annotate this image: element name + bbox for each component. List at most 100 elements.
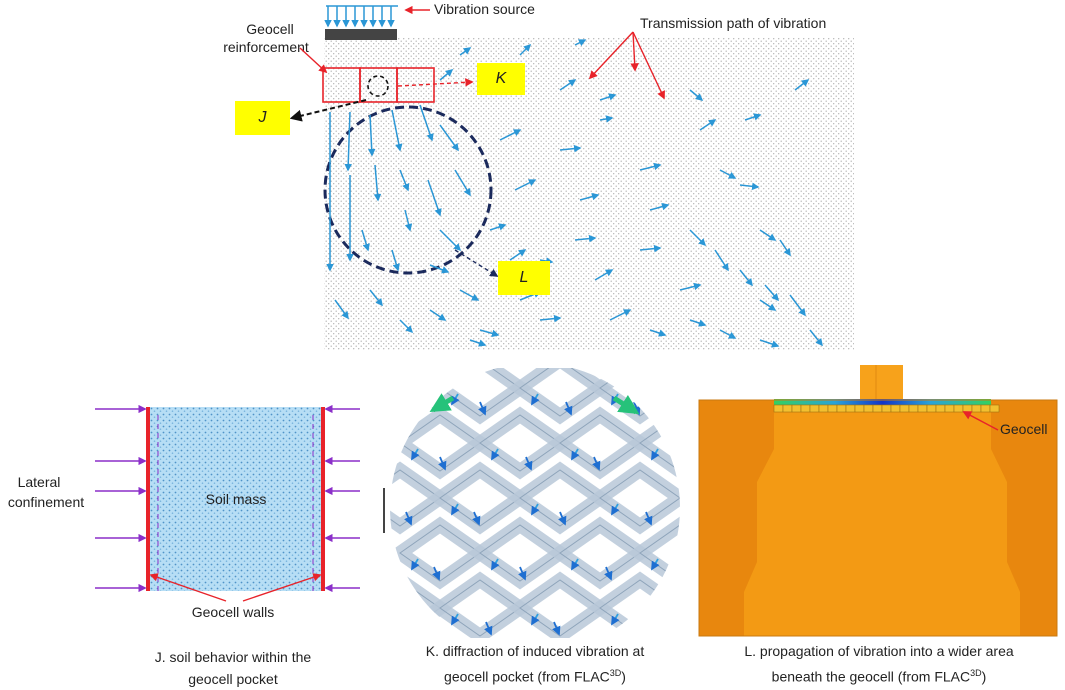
geocell-cell (872, 404, 883, 413)
vibration-vector-arrow (334, 299, 349, 320)
vibration-vector-arrow (399, 319, 414, 334)
diffraction-vector (531, 613, 540, 626)
vibration-vector-arrow (373, 164, 382, 202)
geocell-cell (962, 404, 973, 413)
diffraction-vector (644, 511, 653, 526)
vibration-vector-arrow (429, 309, 447, 321)
vibration-vector-arrow (689, 319, 707, 327)
footing-plate (325, 29, 397, 40)
geocell-layer (774, 399, 991, 405)
geocell-cell (971, 404, 982, 413)
vibration-vector-arrow (594, 269, 614, 281)
vibration-vector-arrow (559, 79, 577, 91)
geocell-strip-edge (599, 469, 680, 527)
geocell-cell (773, 404, 784, 413)
vibration-vector-arrow (559, 144, 582, 153)
diffraction-vector (571, 558, 580, 571)
geocell-cell (953, 404, 964, 413)
vibration-vector-arrow (479, 329, 500, 338)
vibration-vector-arrow (759, 339, 780, 348)
geocell-cell (881, 404, 892, 413)
vibration-vector-arrow (509, 249, 527, 261)
diffraction-vector (491, 448, 500, 461)
vibration-vector-arrow (459, 47, 472, 56)
vibration-vector-arrow (519, 43, 532, 56)
lateral-confinement-arrows (95, 404, 360, 593)
diffraction-vector (411, 448, 420, 461)
geocell-cell (944, 404, 955, 413)
diffraction-vector (552, 621, 561, 636)
tag-k: K (477, 63, 525, 95)
vibration-vector-arrow (369, 289, 383, 307)
geocell-strip (587, 571, 680, 638)
diffraction-vector (478, 401, 487, 416)
zone-l-circle (323, 105, 493, 275)
vibration-vector-arrow (744, 113, 762, 121)
geocell-strip (587, 461, 680, 535)
geocell-reinforcement-label-1: Geocell (246, 21, 293, 37)
diffraction-vector (571, 448, 580, 461)
vibration-vector-arrow (714, 249, 729, 272)
vibration-source-label: Vibration source (434, 1, 535, 17)
vibration-vector-arrow (779, 239, 791, 257)
vibration-vector-arrow (599, 115, 614, 123)
vibration-vector-arrow (419, 104, 434, 142)
vibration-vector-arrow (439, 69, 454, 81)
diffraction-vector (404, 511, 413, 526)
geocell-cell (935, 404, 946, 413)
vibration-vector-arrow (649, 329, 667, 337)
surface-velocity-arrows (429, 393, 640, 415)
caption-k: K. diffraction of induced vibration at g… (425, 643, 645, 685)
geocell-cell (782, 404, 793, 413)
diffraction-vector (651, 558, 660, 571)
vibration-vector-arrow (469, 339, 487, 347)
vibration-vector-arrow (439, 229, 462, 252)
lateral-confinement-label-1: Lateral (18, 474, 61, 490)
vibration-vector-arrow (514, 179, 537, 191)
diffraction-vector (484, 621, 493, 636)
vibration-vector-arrow (679, 282, 702, 291)
vibration-vector-arrow (719, 329, 737, 339)
vibration-vector-arrow (719, 169, 737, 179)
panel-l-flac-propagation: Geocell (698, 365, 1058, 637)
vibration-vector-arrow (649, 202, 670, 211)
diffraction-vector (672, 566, 680, 581)
diffraction-vector (438, 456, 447, 471)
diffraction-vector (604, 566, 613, 581)
diffraction-vector (564, 401, 573, 416)
vibration-vector-arrow (399, 169, 410, 192)
geocell-cell (917, 404, 928, 413)
soil-mass-fill (148, 407, 323, 591)
vibration-vector-arrow (759, 299, 777, 311)
vibration-vector-arrow (689, 89, 704, 101)
tag-l: L (498, 261, 550, 295)
diffraction-vector (392, 401, 401, 416)
geocell-cell (836, 404, 847, 413)
diffraction-vector (398, 621, 407, 636)
diffraction-vector (524, 456, 533, 471)
diffraction-vector (678, 456, 680, 471)
geocell-reinforcement-label-2: reinforcement (223, 39, 309, 55)
soil-mass-label: Soil mass (206, 491, 267, 507)
vibration-vector-arrow (809, 329, 823, 347)
vibration-vector-arrow (794, 79, 810, 91)
vibration-vector-arrow (361, 229, 370, 252)
vibration-source-load (324, 5, 398, 28)
vibration-vector-arrow (599, 93, 617, 101)
vibration-vector-arrow (439, 124, 459, 152)
vibration-vector-arrow (639, 244, 662, 253)
geocell-cell (926, 404, 937, 413)
geocell-cell (800, 404, 811, 413)
diffraction-vector (651, 448, 660, 461)
geocell-cells (773, 404, 1000, 413)
vibration-vector-arrow (404, 209, 413, 232)
geocell-cell (827, 404, 838, 413)
diffraction-vector (411, 558, 420, 571)
geocell-cell (791, 404, 802, 413)
diffraction-vector (472, 511, 481, 526)
transmission-path-label: Transmission path of vibration (640, 15, 826, 31)
diffraction-vector (491, 558, 500, 571)
geocell-strip (627, 406, 680, 480)
soil-field (324, 38, 854, 350)
geocell-cell (980, 404, 991, 413)
